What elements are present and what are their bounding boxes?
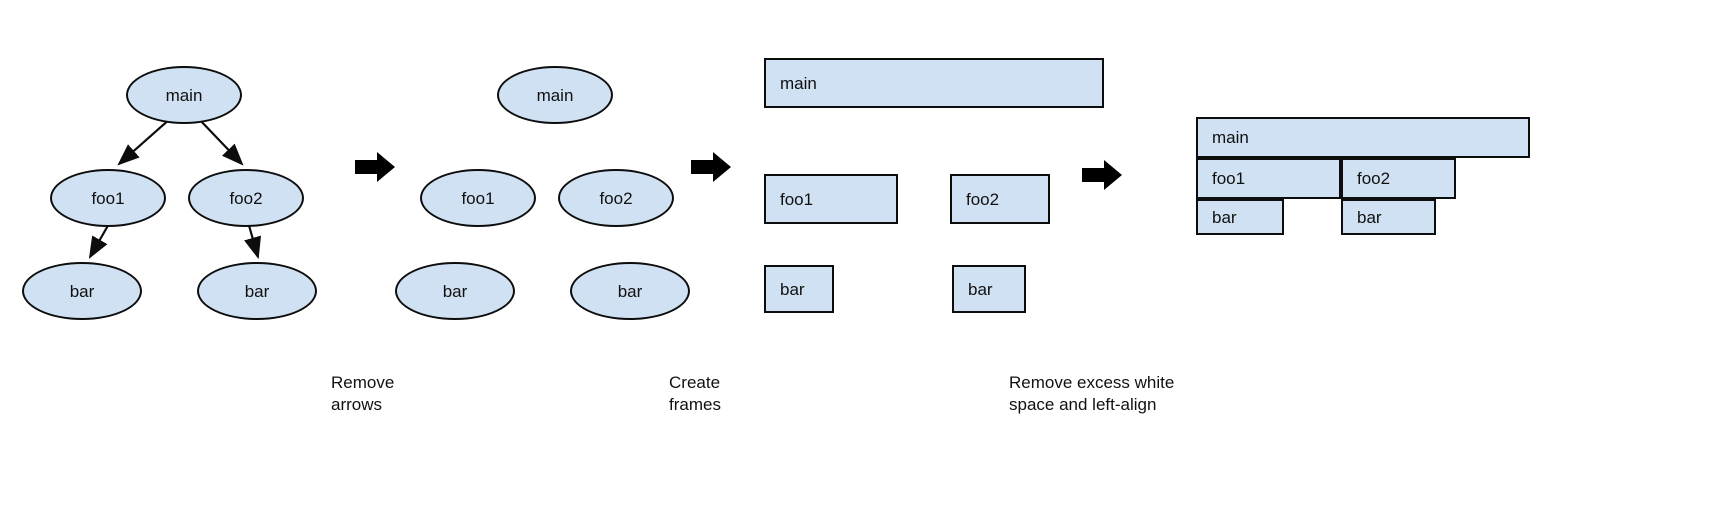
frame-bar2[interactable]: bar: [952, 265, 1026, 313]
edge-main-foo2: [197, 117, 244, 166]
caption-remove-whitespace: Remove excess white space and left-align: [1009, 373, 1175, 414]
node-bar2-tree[interactable]: bar: [197, 262, 317, 320]
node-foo2-tree[interactable]: foo2: [188, 169, 304, 227]
edge-main-foo1: [117, 117, 172, 166]
step-arrow-icon-1: [355, 152, 395, 182]
node-label: bar: [1212, 207, 1237, 227]
frame-foo1[interactable]: foo1: [764, 174, 898, 224]
flame-foo1[interactable]: foo1: [1196, 158, 1341, 199]
node-bar2-noarrows[interactable]: bar: [570, 262, 690, 320]
node-bar1-noarrows[interactable]: bar: [395, 262, 515, 320]
node-label: foo2: [1357, 169, 1391, 188]
node-foo2-noarrows[interactable]: foo2: [558, 169, 674, 227]
node-label: bar: [1357, 207, 1382, 227]
node-label: bar: [244, 281, 270, 301]
caption-remove-arrows: Remove arrows: [331, 373, 395, 414]
node-label: bar: [442, 281, 468, 301]
node-label: main: [536, 85, 574, 105]
step-arrow-icon-2: [691, 152, 731, 182]
node-label: foo2: [966, 189, 1000, 209]
node-label: foo1: [780, 189, 814, 209]
node-label: main: [1212, 128, 1249, 147]
edge-foo2-bar2: [244, 221, 262, 260]
frame-bar1[interactable]: bar: [764, 265, 834, 313]
node-label: foo1: [1212, 169, 1246, 188]
node-bar1-tree[interactable]: bar: [22, 262, 142, 320]
edge-foo1-bar1: [88, 221, 111, 259]
node-foo1-noarrows[interactable]: foo1: [420, 169, 536, 227]
caption-create-frames: Create frames: [669, 373, 721, 414]
flame-main[interactable]: main: [1196, 117, 1530, 158]
flame-bar1[interactable]: bar: [1196, 199, 1284, 235]
node-label: bar: [617, 281, 643, 301]
node-label: foo1: [461, 188, 495, 208]
node-label: foo2: [599, 188, 633, 208]
node-main-noarrows[interactable]: main: [497, 66, 613, 124]
flame-foo2[interactable]: foo2: [1341, 158, 1456, 199]
flame-bar2[interactable]: bar: [1341, 199, 1436, 235]
frame-main[interactable]: main: [764, 58, 1104, 108]
node-label: bar: [69, 281, 95, 301]
node-label: bar: [968, 279, 993, 299]
node-label: foo2: [229, 188, 263, 208]
node-label: foo1: [91, 188, 125, 208]
step-arrow-icon-3: [1082, 160, 1122, 190]
node-label: main: [165, 85, 203, 105]
node-main-tree[interactable]: main: [126, 66, 242, 124]
node-foo1-tree[interactable]: foo1: [50, 169, 166, 227]
node-label: main: [780, 73, 817, 93]
node-label: bar: [780, 279, 805, 299]
frame-foo2[interactable]: foo2: [950, 174, 1050, 224]
